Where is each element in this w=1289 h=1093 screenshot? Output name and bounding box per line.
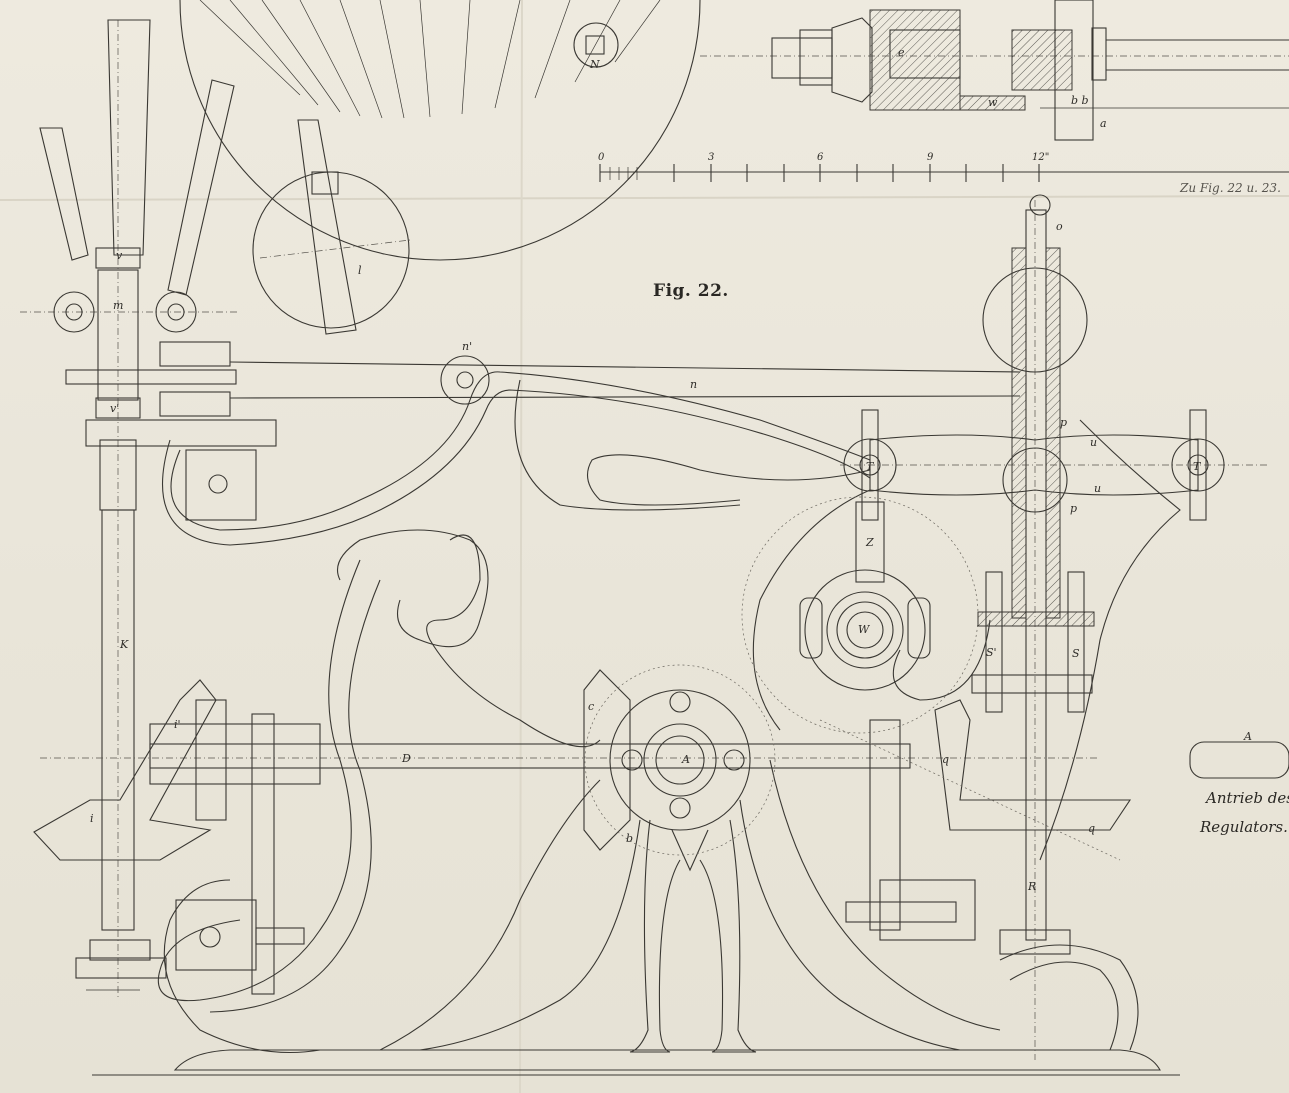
label-p-bottom: p [1070,502,1077,515]
label-c: c [588,700,594,713]
label-o: o [1056,220,1063,233]
label-s-prime: S' [986,646,997,659]
fold-line-horizontal [0,195,1289,201]
label-v-prime: v' [110,402,119,415]
governor-ball [252,171,411,329]
side-caption-line1: Antrieb des [1204,789,1289,807]
label-t-left: T [866,460,875,473]
label-k: K [119,638,129,651]
label-l: l [358,264,362,277]
label-v: v [116,249,123,262]
vertical-shaft-k [20,20,277,1000]
label-i: i [90,812,94,825]
label-s: S [1072,647,1080,660]
governor-arms [39,19,357,335]
label-n-upper: N [589,58,600,71]
figure-reference-note: Zu Fig. 22 u. 23. [1179,181,1281,195]
label-d: D [401,752,411,765]
base-plate [173,1049,1161,1071]
label-a: A [681,753,690,766]
label-a-top: a [1100,117,1107,130]
label-z: Z [865,536,874,549]
label-w-lower: w [988,96,998,109]
label-q-low: q [1088,822,1095,835]
label-bb: b b [1071,94,1089,107]
scale-bar: 0 3 6 9 12" [598,152,1289,182]
bevel-gear-cb [583,664,776,856]
scale-tick-label: 9 [927,152,934,163]
horizontal-shaft-d [33,679,1100,995]
spindle-section-detail [700,0,1289,141]
label-t-right: T [1193,460,1202,473]
label-b: b [626,832,633,845]
label-u-top: u [1090,436,1097,449]
scale-tick-label: 6 [817,152,824,163]
label-u-bottom: u [1094,482,1101,495]
label-n: n [690,378,697,391]
label-q-mid: q [942,753,949,766]
worm-wheel [741,496,979,734]
label-m: m [113,299,123,312]
figure-title: Fig. 22. [653,281,729,301]
fold-line-vertical [519,0,523,1093]
scale-tick-label: 3 [708,152,714,163]
part-labels: v m v' K i' i l n' n D c b A W Z T T u u… [90,46,1252,893]
scale-tick-label: 0 [598,152,605,163]
flywheel-section [179,0,701,261]
right-column-assembly [819,194,1132,1060]
label-p-top: p [1060,416,1067,429]
machine-frame [157,371,1181,1054]
label-a-side: A [1243,730,1252,743]
side-caption-line2: Regulators. [1199,818,1288,836]
label-w: W [858,623,871,636]
link-rod-n [159,341,1021,417]
label-n-prime: n' [462,340,472,353]
bearing-bracket-lower [175,899,305,971]
label-r: R [1027,880,1036,893]
label-i-prime: i' [174,718,181,731]
scale-tick-label: 12" [1032,152,1049,163]
crossbar-u [840,409,1270,521]
central-column [629,819,757,1053]
drive-shaft-a-side [1189,741,1289,779]
bearing-bracket-upper [185,449,257,521]
label-e: e [898,46,905,59]
